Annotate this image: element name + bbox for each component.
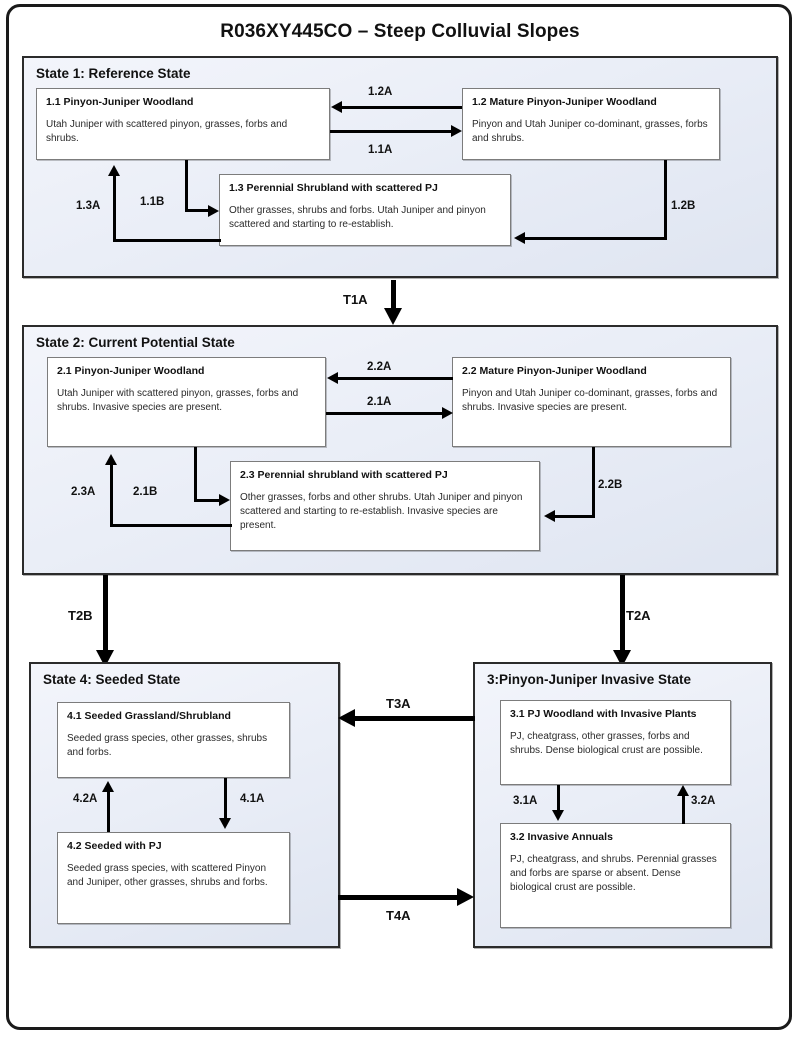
phase-box-4-1[interactable]: 4.1 Seeded Grassland/Shrubland Seeded gr… [57, 702, 290, 778]
state-2-title: State 2: Current Potential State [36, 335, 235, 350]
arrow-label-1-3a: 1.3A [76, 200, 101, 212]
arrow-2-2b-head [544, 510, 555, 522]
arrow-4-2a-line [107, 792, 110, 832]
arrow-1-2b-hline [525, 237, 667, 240]
transition-t3a-head [338, 709, 355, 727]
arrow-2-2b-hline [555, 515, 595, 518]
phase-box-1-1[interactable]: 1.1 Pinyon-Juniper Woodland Utah Juniper… [36, 88, 330, 160]
state-4-title: State 4: Seeded State [43, 672, 181, 687]
phase-box-3-1[interactable]: 3.1 PJ Woodland with Invasive Plants PJ,… [500, 700, 731, 785]
arrow-1-1b-head [208, 205, 219, 217]
arrow-3-2a-head [677, 785, 689, 796]
transition-label-t1a: T1A [343, 292, 368, 307]
phase-1-3-desc: Other grasses, shrubs and forbs. Utah Ju… [229, 205, 486, 230]
transition-t4a-head [457, 888, 474, 906]
arrow-label-2-3a: 2.3A [71, 486, 96, 498]
arrow-4-2a-head [102, 781, 114, 792]
phase-1-2-title: 1.2 Mature Pinyon-Juniper Woodland [472, 96, 657, 108]
arrow-label-2-2a: 2.2A [367, 361, 392, 373]
arrow-2-2a-head [327, 372, 338, 384]
arrow-3-1a-line [557, 785, 560, 813]
transition-t1a-head [384, 308, 402, 325]
state-1-title: State 1: Reference State [36, 66, 191, 81]
transition-t1a-line [391, 280, 396, 312]
phase-box-1-3[interactable]: 1.3 Perennial Shrubland with scattered P… [219, 174, 511, 246]
phase-3-1-desc: PJ, cheatgrass, other grasses, forbs and… [510, 731, 703, 756]
arrow-1-3a-hline [113, 239, 221, 242]
arrow-1-2b-head [514, 232, 525, 244]
arrow-2-1b-head [219, 494, 230, 506]
phase-box-2-1[interactable]: 2.1 Pinyon-Juniper Woodland Utah Juniper… [47, 357, 326, 447]
arrow-label-2-1a: 2.1A [367, 396, 392, 408]
transition-label-t3a: T3A [386, 696, 411, 711]
state-3-title: 3:Pinyon-Juniper Invasive State [487, 672, 692, 687]
phase-1-3-title: 1.3 Perennial Shrubland with scattered P… [229, 182, 438, 194]
arrow-2-1a-line [326, 412, 443, 415]
arrow-1-1b-vline [185, 160, 188, 212]
arrow-label-3-1a: 3.1A [513, 795, 538, 807]
transition-t3a-line [355, 716, 475, 721]
phase-box-1-2[interactable]: 1.2 Mature Pinyon-Juniper Woodland Pinyo… [462, 88, 720, 160]
phase-3-2-desc: PJ, cheatgrass, and shrubs. Perennial gr… [510, 854, 717, 893]
arrow-label-1-1b: 1.1B [140, 196, 165, 208]
arrow-2-3a-vline [110, 465, 113, 525]
phase-2-1-title: 2.1 Pinyon-Juniper Woodland [57, 365, 205, 377]
phase-3-2-title: 3.2 Invasive Annuals [510, 831, 613, 843]
arrow-2-3a-hline [110, 524, 232, 527]
phase-4-1-title: 4.1 Seeded Grassland/Shrubland [67, 710, 231, 722]
transition-label-t2b: T2B [68, 608, 93, 623]
transition-label-t2a: T2A [626, 608, 651, 623]
phase-2-1-desc: Utah Juniper with scattered pinyon, gras… [57, 388, 299, 413]
phase-3-1-title: 3.1 PJ Woodland with Invasive Plants [510, 708, 697, 720]
arrow-1-3a-vline [113, 176, 116, 240]
arrow-1-2a-head [331, 101, 342, 113]
phase-4-2-desc: Seeded grass species, with scattered Pin… [67, 863, 268, 888]
phase-box-3-2[interactable]: 3.2 Invasive Annuals PJ, cheatgrass, and… [500, 823, 731, 928]
phase-2-2-desc: Pinyon and Utah Juniper co-dominant, gra… [462, 388, 718, 413]
page-title: R036XY445CO – Steep Colluvial Slopes [220, 21, 580, 42]
arrow-3-2a-line [682, 796, 685, 824]
phase-4-2-title: 4.2 Seeded with PJ [67, 840, 162, 852]
arrow-label-2-2b: 2.2B [598, 479, 623, 491]
arrow-label-1-2a: 1.2A [368, 86, 393, 98]
phase-2-3-desc: Other grasses, forbs and other shrubs. U… [240, 492, 523, 531]
arrow-2-2b-vline [592, 447, 595, 518]
arrow-4-1a-head [219, 818, 231, 829]
arrow-label-4-2a: 4.2A [73, 793, 98, 805]
arrow-2-3a-head [105, 454, 117, 465]
arrow-label-1-1a: 1.1A [368, 144, 393, 156]
arrow-2-2a-line [338, 377, 453, 380]
phase-box-2-3[interactable]: 2.3 Perennial shrubland with scattered P… [230, 461, 540, 551]
transition-t2b-line [103, 575, 108, 655]
arrow-label-3-2a: 3.2A [691, 795, 716, 807]
arrow-label-4-1a: 4.1A [240, 793, 265, 805]
arrow-2-1b-vline [194, 447, 197, 501]
arrow-1-2b-vline [664, 160, 667, 240]
phase-2-2-title: 2.2 Mature Pinyon-Juniper Woodland [462, 365, 647, 377]
transition-label-t4a: T4A [386, 908, 411, 923]
arrow-1-3a-head [108, 165, 120, 176]
phase-1-2-desc: Pinyon and Utah Juniper co-dominant, gra… [472, 119, 708, 144]
phase-2-3-title: 2.3 Perennial shrubland with scattered P… [240, 469, 448, 481]
arrow-label-1-2b: 1.2B [671, 200, 696, 212]
arrow-2-1a-head [442, 407, 453, 419]
arrow-3-1a-head [552, 810, 564, 821]
arrow-1-1a-head [451, 125, 462, 137]
phase-1-1-desc: Utah Juniper with scattered pinyon, gras… [46, 119, 288, 144]
arrow-1-1a-line [330, 130, 451, 133]
arrow-4-1a-line [224, 778, 227, 820]
phase-1-1-title: 1.1 Pinyon-Juniper Woodland [46, 96, 194, 108]
transition-t4a-line [338, 895, 458, 900]
arrow-2-1b-hline [194, 499, 220, 502]
arrow-1-1b-hline [185, 209, 209, 212]
phase-4-1-desc: Seeded grass species, other grasses, shr… [67, 733, 268, 758]
transition-t2a-line [620, 575, 625, 655]
phase-box-2-2[interactable]: 2.2 Mature Pinyon-Juniper Woodland Pinyo… [452, 357, 731, 447]
arrow-1-2a-line [342, 106, 462, 109]
arrow-label-2-1b: 2.1B [133, 486, 158, 498]
phase-box-4-2[interactable]: 4.2 Seeded with PJ Seeded grass species,… [57, 832, 290, 924]
